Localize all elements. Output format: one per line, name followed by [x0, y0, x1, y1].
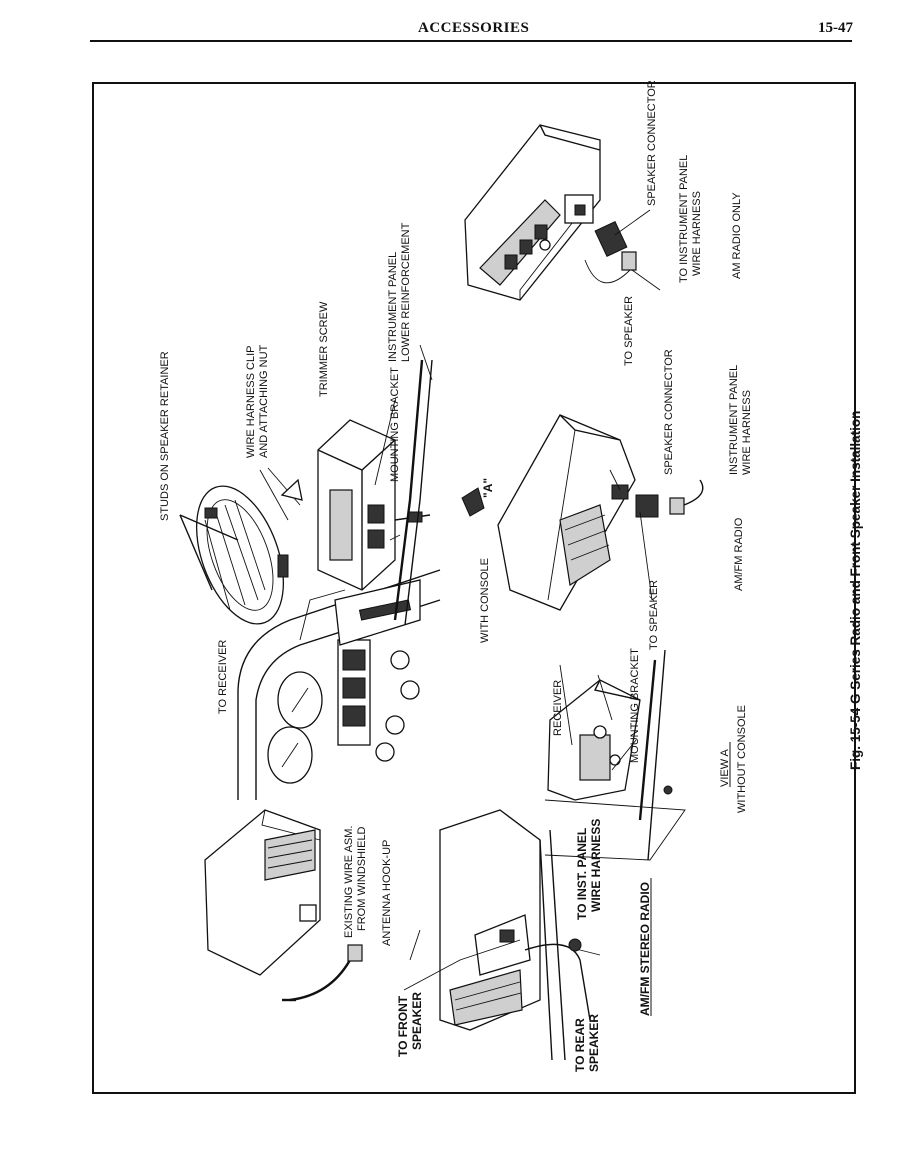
label-antenna-hookup: ANTENNA HOOK-UP — [381, 840, 393, 946]
label-am-radio-only: AM RADIO ONLY — [731, 192, 743, 279]
am-radio-drawing — [464, 124, 661, 301]
label-to-rear-speaker-1: TO REAR — [573, 1018, 587, 1072]
label-without-console: WITHOUT CONSOLE — [736, 705, 748, 813]
label-inst-panel-harness-mid-1: INSTRUMENT PANEL — [728, 365, 740, 475]
label-wire-harness-clip-1: WIRE HARNESS CLIP — [245, 346, 257, 458]
callout-labels: STUDS ON SPEAKER RETAINER WIRE HARNESS C… — [159, 80, 753, 1072]
label-existing-wire-1: EXISTING WIRE ASM. — [343, 826, 355, 938]
section-title: ACCESSORIES — [418, 20, 530, 36]
label-to-front-speaker-1: TO FRONT — [396, 995, 410, 1057]
speaker-retainer-drawing — [179, 485, 289, 625]
stereo-radio-drawing — [204, 809, 601, 1061]
label-to-inst-panel-wire-2: WIRE HARNESS — [589, 819, 603, 912]
label-inst-panel-lower-2: LOWER REINFORCEMENT — [400, 222, 412, 362]
figure-frame — [92, 82, 856, 1094]
header-rule — [90, 40, 852, 42]
label-to-rear-speaker-2: SPEAKER — [587, 1014, 601, 1072]
label-mounting-bracket-top: MOUNTING BRACKET — [389, 367, 401, 482]
label-to-speaker-mid: TO SPEAKER — [648, 580, 660, 650]
inst-panel-reinforcement-drawing — [393, 344, 433, 626]
radio-receiver-drawing — [259, 399, 431, 591]
label-to-speaker-right: TO SPEAKER — [623, 296, 635, 366]
label-am-fm-stereo-radio: AM/FM STEREO RADIO — [638, 882, 652, 1016]
label-to-receiver: TO RECEIVER — [217, 640, 229, 714]
label-wire-harness-clip-2: AND ATTACHING NUT — [258, 344, 270, 458]
label-trimmer-screw: TRIMMER SCREW — [318, 301, 330, 397]
label-with-console: WITH CONSOLE — [479, 558, 491, 643]
label-receiver: RECEIVER — [552, 680, 564, 736]
label-studs-on-speaker-retainer: STUDS ON SPEAKER RETAINER — [159, 351, 171, 521]
label-to-front-speaker-2: SPEAKER — [410, 992, 424, 1050]
label-to-instrument-panel-right-2: WIRE HARNESS — [691, 191, 703, 276]
label-view-a-marker: "A" — [481, 478, 495, 498]
view-a-receiver-drawing — [544, 649, 686, 861]
view-a-marker-drawing — [461, 487, 485, 517]
am-fm-radio-drawing — [497, 414, 704, 611]
page-number: 15-47 — [818, 20, 853, 36]
label-am-fm-radio: AM/FM RADIO — [733, 517, 745, 591]
label-mounting-bracket-view-a: MOUNTING BRACKET — [629, 648, 641, 763]
label-view-a: VIEW A — [719, 748, 731, 787]
label-existing-wire-2: FROM WINDSHIELD — [356, 826, 368, 931]
label-inst-panel-lower-1: INSTRUMENT PANEL — [387, 252, 399, 362]
label-inst-panel-harness-mid-2: WIRE HARNESS — [741, 390, 753, 475]
label-speaker-connector-right: SPEAKER CONNECTOR — [646, 80, 658, 206]
label-speaker-connector-mid: SPEAKER CONNECTOR — [663, 349, 675, 475]
label-to-inst-panel-wire-1: TO INST. PANEL — [575, 828, 589, 920]
dashboard-outline-drawing — [237, 569, 441, 800]
label-to-instrument-panel-right-1: TO INSTRUMENT PANEL — [678, 155, 690, 283]
figure-caption: Fig. 15-54 G Series Radio and Front Spea… — [848, 411, 863, 770]
